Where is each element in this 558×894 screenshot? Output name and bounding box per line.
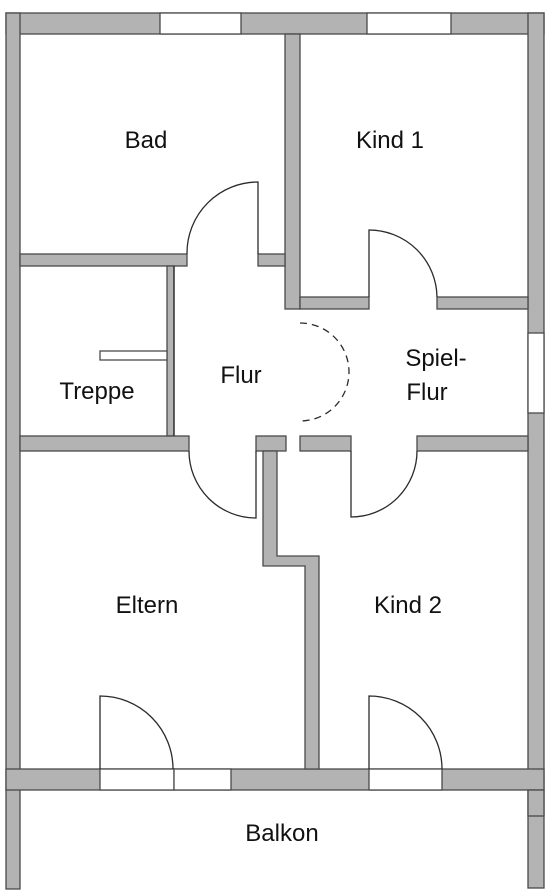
door-eltern: [188, 450, 257, 519]
room-label-balkon: Balkon: [245, 820, 318, 847]
window-eltern-balcony: [173, 768, 232, 791]
outer-wall-left: [5, 12, 21, 890]
room-label-spielflur-line1: Spiel-: [405, 345, 466, 372]
window-spielflur: [527, 332, 545, 414]
balcony-wall-right-stub: [527, 789, 545, 817]
window-kind1: [366, 12, 452, 35]
balcony-door-kind2: [368, 768, 443, 791]
wall-bad-kind1: [284, 33, 301, 310]
wall-middle-center: [255, 435, 287, 452]
door-flur-spielflur: [299, 322, 350, 422]
balcony-door-eltern: [99, 768, 175, 791]
window-bad: [159, 12, 242, 35]
room-label-flur: Flur: [220, 362, 261, 389]
room-label-kind1: Kind 1: [356, 127, 424, 154]
wall-bad-bottom: [19, 253, 188, 267]
room-label-treppe: Treppe: [59, 378, 134, 405]
room-label-kind2: Kind 2: [374, 592, 442, 619]
wall-kind1-bottom-right: [436, 296, 529, 310]
door-kind1: [368, 229, 438, 298]
outer-wall-top: [5, 12, 545, 35]
wall-eltern-kind2: [262, 450, 320, 770]
outer-wall-right: [527, 12, 545, 889]
door-bad: [186, 181, 259, 254]
balcony-wall-top: [5, 768, 545, 791]
treppe-handrail: [99, 350, 168, 361]
room-label-bad: Bad: [125, 127, 168, 154]
room-label-spielflur-line2: Flur: [406, 379, 447, 406]
door-eltern-balcony: [99, 695, 174, 770]
door-kind2-balcony: [368, 695, 443, 770]
wall-kind1-bottom: [299, 296, 370, 310]
room-label-eltern: Eltern: [116, 592, 179, 619]
door-kind2-flur: [350, 450, 418, 518]
wall-bad-bottom-right: [257, 253, 286, 267]
wall-middle-right: [416, 435, 529, 452]
wall-middle-left: [19, 435, 190, 452]
wall-treppe-flur: [166, 265, 175, 437]
wall-middle-center-2: [299, 435, 352, 452]
